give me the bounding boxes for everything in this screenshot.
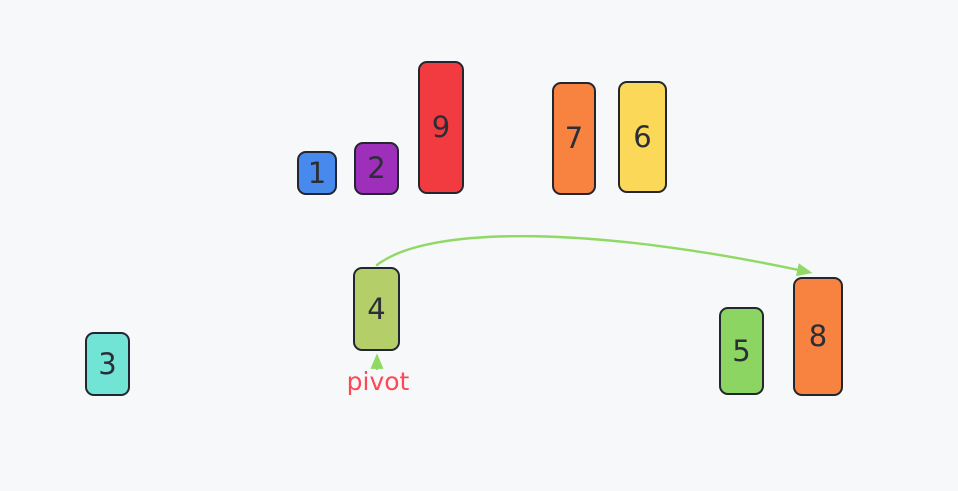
array-block-3: 3 — [85, 332, 130, 396]
block-value: 3 — [98, 346, 117, 381]
array-block-1: 1 — [297, 151, 337, 195]
pivot-label: pivot — [346, 367, 410, 396]
block-value: 2 — [367, 151, 386, 185]
block-value: 6 — [633, 119, 652, 154]
block-value: 1 — [307, 155, 327, 190]
array-block-7: 7 — [552, 82, 596, 195]
block-value: 7 — [564, 121, 584, 155]
array-block-4: 4 — [353, 267, 400, 351]
array-block-8: 8 — [793, 277, 843, 396]
block-value: 4 — [367, 291, 386, 326]
array-block-6: 6 — [618, 81, 667, 193]
block-value: 8 — [808, 319, 828, 353]
array-block-5: 5 — [719, 307, 764, 395]
block-value: 5 — [732, 333, 751, 368]
array-block-9: 9 — [418, 61, 464, 194]
block-value: 9 — [431, 110, 451, 144]
array-block-2: 2 — [354, 142, 399, 195]
